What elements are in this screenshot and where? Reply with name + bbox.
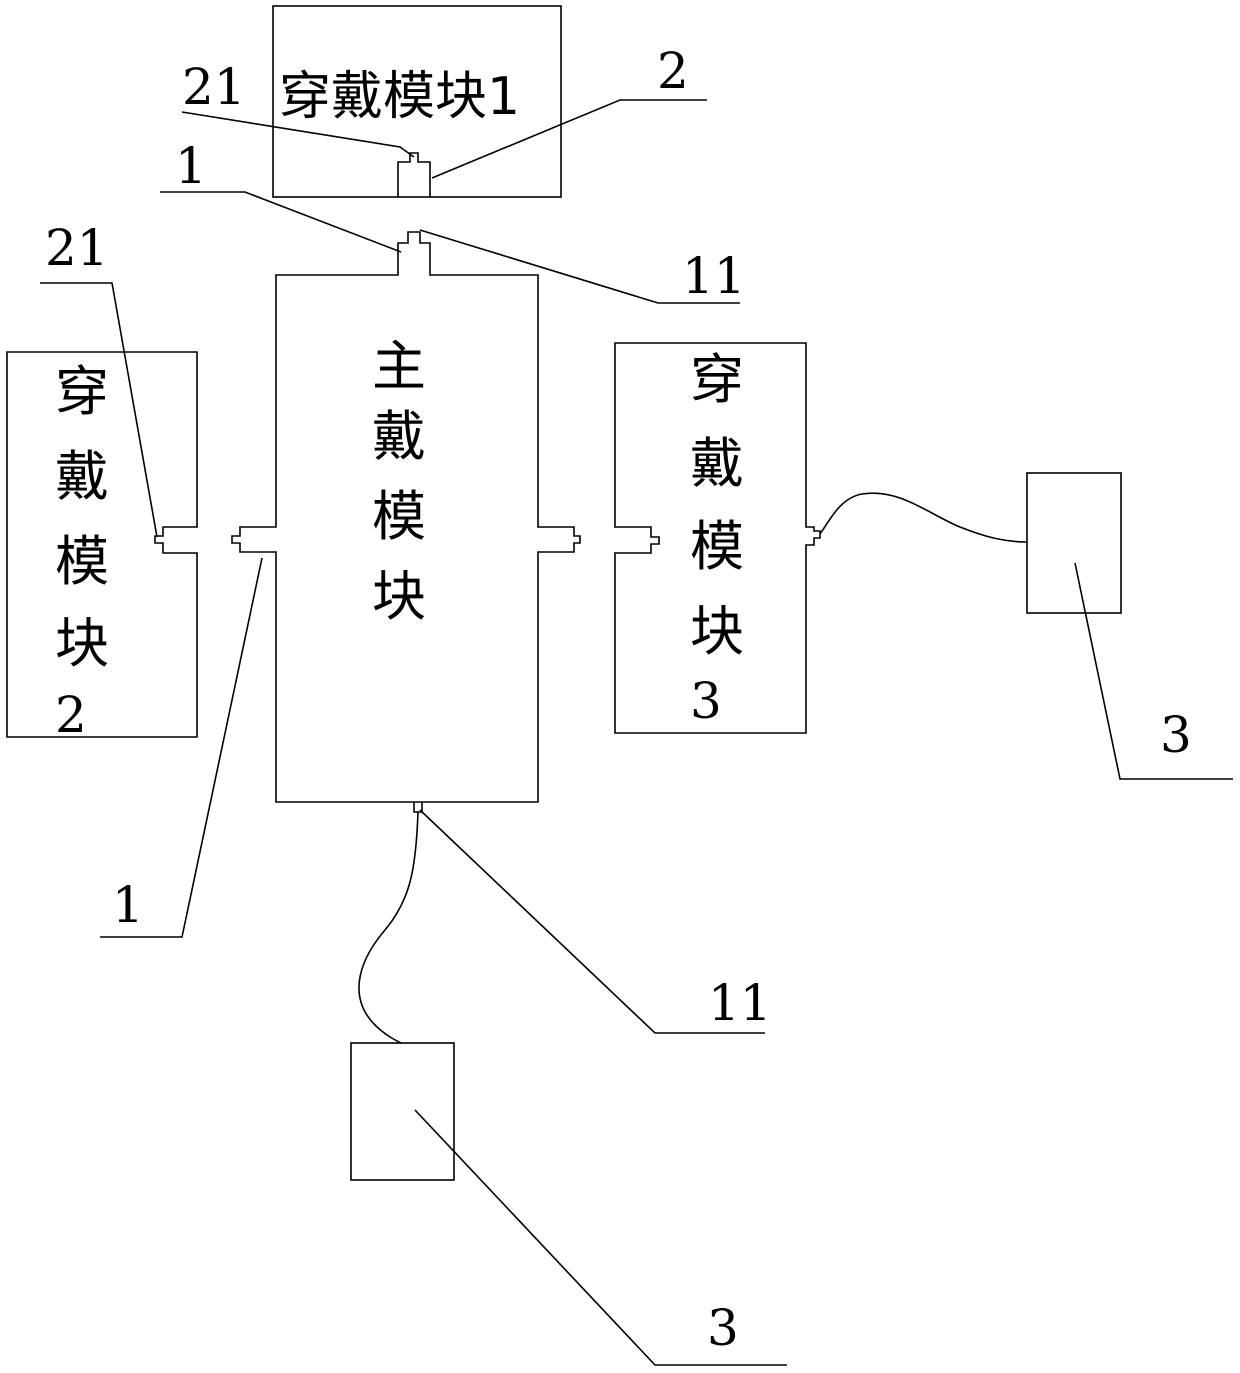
wear-module-3-char-5: 3 (690, 672, 722, 730)
wear-module-2-char-4: 块 (55, 612, 109, 675)
callout-11-top: 11 (682, 247, 746, 305)
wear-module-2: 穿 戴 模 块 2 (7, 352, 197, 744)
callout-1-top: 1 (175, 137, 207, 195)
wear-module-3-char-1: 穿 (690, 348, 744, 411)
callout-21-left: 21 (45, 219, 109, 277)
wear-module-2-char-5: 2 (55, 686, 87, 744)
wear-module-1-label: 穿戴模块1 (279, 67, 520, 127)
device-bottom (351, 812, 454, 1180)
main-module-char-4: 块 (372, 565, 426, 628)
callout-3-bottom: 3 (707, 1299, 739, 1357)
callout-21-top: 21 (182, 58, 246, 116)
main-module-char-3: 模 (372, 485, 426, 548)
main-module-char-1: 主 (372, 335, 426, 398)
callout-11-bottom: 11 (708, 974, 772, 1032)
cable-bottom (359, 812, 418, 1043)
callout-3-right: 3 (1160, 706, 1192, 764)
cable-right (820, 493, 1027, 542)
wear-module-2-char-2: 戴 (55, 445, 109, 508)
wear-module-3-char-3: 模 (690, 515, 744, 578)
main-module: 主 戴 模 块 (232, 232, 580, 812)
wear-module-2-char-3: 模 (55, 530, 109, 593)
wear-module-1: 穿戴模块1 (273, 6, 561, 197)
device-right (820, 473, 1121, 613)
callout-2-top: 2 (657, 42, 689, 100)
main-module-char-2: 戴 (372, 405, 426, 468)
wear-module-3-char-2: 戴 (690, 432, 744, 495)
wear-module-3-char-4: 块 (690, 600, 744, 663)
callout-1-left: 1 (112, 876, 144, 934)
wear-module-3: 穿 戴 模 块 3 (615, 343, 820, 733)
wear-module-2-char-1: 穿 (55, 360, 109, 423)
